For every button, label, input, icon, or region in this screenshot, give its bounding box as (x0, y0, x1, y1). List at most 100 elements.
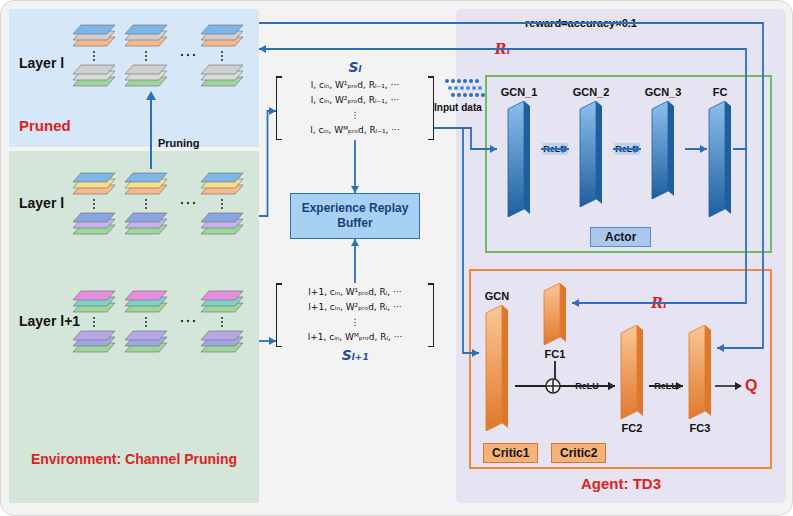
text-holder: Actor (590, 227, 651, 247)
label-holder: ReLU (542, 143, 568, 155)
label-holder: Rₗ (648, 295, 670, 311)
node-label: Environment: Channel Pruning (9, 451, 259, 467)
state-symbol: Sₗ₊₁ (342, 347, 369, 364)
text-holder: Critic2 (551, 443, 606, 463)
state-matrix: Sₗl, cᵢₙ, W¹ₚᵣₒd, Rₗ₋₁, ···l, cᵢₙ, W²ₚᵣₒ… (276, 59, 434, 140)
layer-block (579, 101, 603, 207)
pruned-panel: Layer l Pruned (9, 9, 259, 147)
block-side (637, 325, 643, 416)
arrow-head (269, 337, 276, 345)
edge-label: ReLU (653, 380, 679, 392)
layer-name: FC2 (622, 421, 643, 435)
gcn-layer: GCN_2 (569, 85, 613, 207)
state-row: l, cᵢₙ, W²ₚᵣₒd, Rₗ₋₁, ··· (283, 93, 427, 108)
connector (259, 111, 276, 216)
block-front (486, 305, 502, 431)
gcn-layer: GCN (479, 289, 515, 431)
node-label: Critic2 (551, 443, 606, 463)
edge-label: ReLU (614, 143, 640, 155)
block-front (621, 325, 637, 419)
arrow-head (351, 239, 359, 246)
text-holder: Pruned (19, 117, 71, 134)
block-front (709, 101, 725, 217)
connector (354, 239, 356, 283)
bracket-tick (277, 346, 282, 348)
layer-block (708, 101, 732, 217)
label-holder: Q (745, 377, 757, 395)
bracket-tick (277, 76, 282, 78)
state-row: l, cᵢₙ, W¹ₚᵣₒd, Rₗ₋₁, ··· (283, 78, 427, 93)
arrow-head (259, 45, 266, 53)
actor-frame: Actor GCN_1 GCN_2 GCN_3 FC (485, 75, 772, 253)
text-holder: Critic1 (483, 443, 538, 463)
bracket-tick (428, 346, 433, 348)
layer-block (485, 305, 509, 431)
text-holder: Agent: TD3 (456, 475, 786, 492)
matrix-bracket: l, cᵢₙ, W¹ₚᵣₒd, Rₗ₋₁, ···l, cᵢₙ, W²ₚᵣₒd,… (276, 76, 434, 140)
node-label: Layer l (19, 55, 64, 71)
label-holder: ReLU (574, 380, 600, 392)
callout-text: Pruning (158, 137, 200, 149)
layer-name: GCN_2 (573, 85, 610, 99)
data-dot (451, 79, 455, 83)
connector (354, 140, 356, 193)
bracket-tick (277, 283, 282, 285)
edge-label: ReLU (542, 143, 568, 155)
gcn-layer: GCN_1 (497, 85, 541, 217)
block-front (508, 101, 524, 217)
node-label: Layer l+1 (19, 313, 80, 329)
state-symbol: Sₗ (348, 59, 361, 76)
state-row: l+1, cᵢₙ, W¹ₚᵣₒd, Rₗ, ··· (283, 285, 427, 300)
data-dot (445, 79, 449, 83)
node-label: Pruned (19, 117, 71, 134)
text-holder: Layer l (19, 195, 64, 211)
state-row: l+1, cᵢₙ, Wᴹₚᵣₒd, Rₗ, ··· (283, 330, 427, 345)
label-holder: Pruning (158, 137, 200, 149)
output-symbol: Q (745, 377, 757, 395)
fc-layer: FC (707, 85, 733, 217)
block-front (544, 283, 560, 345)
node-label: Layer l (19, 195, 64, 211)
layer-block (688, 325, 712, 419)
text-holder: Environment: Channel Pruning (9, 451, 259, 467)
bracket-tick (428, 283, 433, 285)
text-holder: Layer l+1 (19, 313, 80, 329)
layer-block (620, 325, 644, 419)
agent-panel: Agent: TD3 Actor GCN_1 GCN_2 GCN_3 FC Critic1 C… (456, 9, 786, 503)
edge-label: Rₗ (648, 295, 670, 311)
environment-panel: Layer l Layer l+1Environment: Channel Pru… (9, 151, 259, 503)
fc-layer: FC1 (538, 283, 572, 361)
node-label: Critic1 (483, 443, 538, 463)
bracket-tick (277, 139, 282, 141)
fc-layer: FC3 (683, 325, 717, 435)
layer-name: FC3 (690, 421, 711, 435)
node-label: Experience Replay Buffer (297, 201, 413, 231)
state-row: l+1, cᵢₙ, W²ₚᵣₒd, Rₗ, ··· (283, 300, 427, 315)
text-holder: Layer l (19, 55, 64, 71)
state-row: ⋮ (283, 108, 427, 123)
edge-label: ReLU (574, 380, 600, 392)
block-side (725, 101, 731, 214)
matrix-bracket: l+1, cᵢₙ, W¹ₚᵣₒd, Rₗ, ···l+1, cᵢₙ, W²ₚᵣₒ… (276, 283, 434, 347)
block-side (705, 325, 711, 416)
node-label: Agent: TD3 (456, 475, 786, 492)
label-holder: Rₗ (492, 41, 514, 57)
block-side (596, 101, 602, 204)
block-side (524, 101, 530, 214)
callout-text: Input data (434, 102, 482, 113)
bracket-tick (428, 139, 433, 141)
data-dot (448, 86, 452, 90)
arrow-head (351, 186, 359, 193)
arrow-head (269, 107, 276, 115)
gcn-layer: GCN_3 (641, 85, 685, 199)
layer-block (651, 101, 675, 199)
layer-name: GCN_3 (645, 85, 682, 99)
block-side (560, 283, 566, 342)
state-row: ⋮ (283, 315, 427, 330)
label-holder: ReLU (653, 380, 679, 392)
block-side (668, 101, 674, 196)
data-dot (451, 93, 455, 97)
state-matrix: l+1, cᵢₙ, W¹ₚᵣₒd, Rₗ, ···l+1, cᵢₙ, W²ₚᵣₒ… (276, 283, 434, 364)
layer-name: FC1 (545, 347, 566, 361)
block-front (652, 101, 668, 199)
